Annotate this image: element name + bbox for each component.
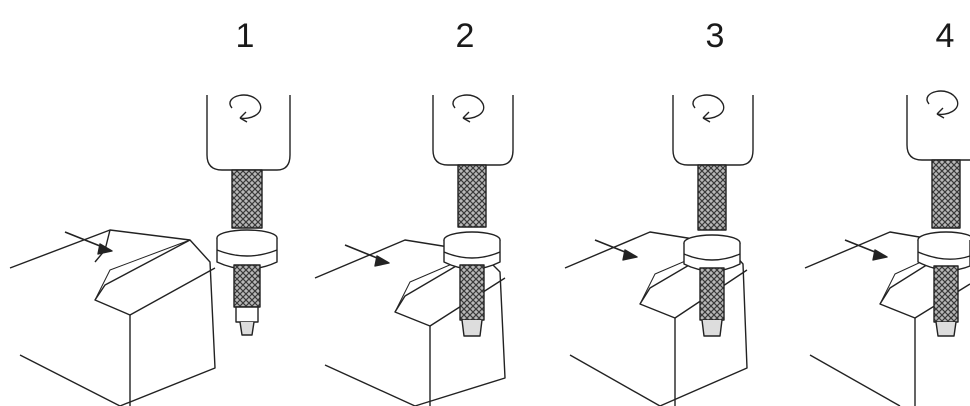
step-2-number: 2	[455, 17, 475, 55]
step-3-panel: 3	[555, 0, 785, 406]
step-3-illustration	[564, 94, 754, 406]
step-3-number: 3	[705, 17, 725, 55]
step-4-illustration	[804, 90, 970, 406]
step-1-panel: 1	[0, 0, 291, 406]
step-2-panel: 2	[305, 0, 545, 406]
step-4-number: 4	[935, 17, 955, 55]
step-2-illustration	[314, 94, 514, 406]
step-1-number: 1	[235, 17, 255, 55]
step-1-illustration	[9, 94, 291, 406]
step-4-panel: 4	[795, 0, 970, 406]
